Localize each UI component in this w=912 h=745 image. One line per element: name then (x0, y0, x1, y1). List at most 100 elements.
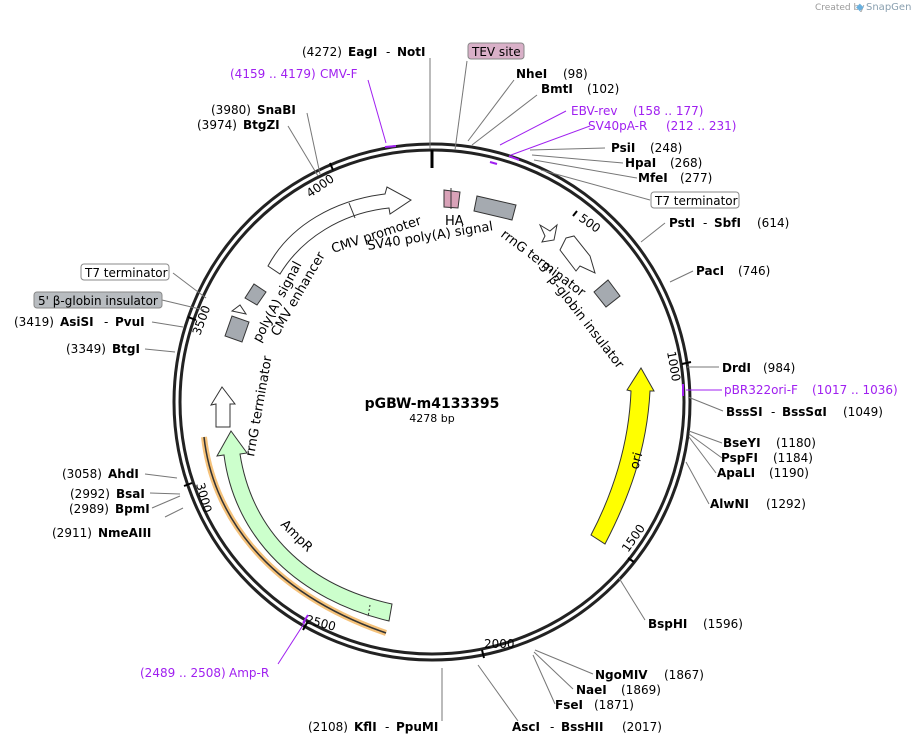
site-name[interactable]: FseI (555, 698, 583, 712)
primer-name[interactable]: EBV-rev (571, 104, 617, 118)
site-name[interactable]: PacI (696, 264, 724, 278)
polya-left-feature (244, 283, 267, 306)
site-name[interactable]: NaeI (576, 683, 607, 697)
globin-left-text: 5' β-globin insulator (38, 294, 158, 308)
site-pos: (1180) (776, 436, 816, 450)
site-name[interactable]: BspHI (648, 617, 687, 631)
site-name[interactable]: KflI (354, 720, 377, 734)
tev-site-text: TEV site (471, 45, 521, 59)
site-name[interactable]: AscI (512, 720, 540, 734)
site-pos: (2911) (52, 526, 92, 540)
site-name[interactable]: MfeI (638, 171, 668, 185)
primer-marks (302, 145, 684, 624)
site-name[interactable]: PvuI (115, 315, 145, 329)
primer-name[interactable]: Amp-R (229, 666, 269, 680)
site-pos: (1292) (766, 497, 806, 511)
site-name[interactable]: PpuMI (396, 720, 438, 734)
site-sep: - (385, 720, 389, 734)
site-pos: (268) (670, 156, 702, 170)
leader-lines (144, 58, 724, 722)
site-name[interactable]: DrdI (722, 361, 751, 375)
site-name[interactable]: NgoMIV (595, 668, 648, 682)
rrng-left-label: rrnG terminator (243, 354, 276, 457)
site-pos: (1596) (703, 617, 743, 631)
site-name[interactable]: BsaI (116, 487, 145, 501)
snapgene-logo-icon: ◆ (856, 2, 864, 13)
site-name[interactable]: PsiI (611, 141, 635, 155)
globin3-label: 3' β-globin insulator (535, 260, 627, 372)
site-pos: (1867) (664, 668, 704, 682)
site-name[interactable]: NmeAIII (98, 526, 151, 540)
site-pos: (1869) (621, 683, 661, 697)
ori-label: ori (627, 451, 646, 471)
globin-insulator-feature (593, 279, 621, 308)
site-name[interactable]: BssSαI (782, 405, 827, 419)
site-pos: (3349) (66, 342, 106, 356)
ampr-feature (216, 430, 393, 622)
site-pos: (984) (763, 361, 795, 375)
credit-brand: SnapGene (866, 2, 912, 13)
site-pos: (1871) (594, 698, 634, 712)
tev-site-label[interactable]: TEV site (467, 42, 525, 60)
site-name[interactable]: HpaI (625, 156, 656, 170)
site-name[interactable]: SnaBI (257, 103, 296, 117)
site-name[interactable]: AhdI (108, 467, 139, 481)
site-name[interactable]: BssHII (561, 720, 603, 734)
small-white-arrow (230, 304, 248, 315)
primer-pos: (1017 .. 1036) (812, 383, 898, 397)
site-name[interactable]: PstI (669, 216, 695, 230)
ha-label: HA (445, 214, 464, 229)
ori-feature (590, 367, 655, 545)
tick-marks (183, 162, 692, 659)
site-pos: (614) (757, 216, 789, 230)
site-name[interactable]: PspFI (721, 451, 758, 465)
site-name[interactable]: NheI (516, 67, 547, 81)
sv40-polya-feature (473, 195, 517, 221)
primer-pos: (4159 .. 4179) (230, 67, 316, 81)
site-sep: - (386, 45, 390, 59)
plasmid-name: pGBW-m4133395 (365, 396, 500, 412)
primer-name[interactable]: pBR322ori-F (724, 383, 798, 397)
site-sep: - (104, 315, 108, 329)
site-pos: (277) (680, 171, 712, 185)
site-name[interactable]: BpmI (115, 502, 150, 516)
site-sep: - (771, 405, 775, 419)
t7-right-text: T7 terminator (654, 194, 738, 208)
site-pos: (746) (738, 264, 770, 278)
site-pos: (1184) (773, 451, 813, 465)
site-name[interactable]: BtgI (112, 342, 140, 356)
site-pos: (2989) (69, 502, 109, 516)
site-pos: (2108) (308, 720, 348, 734)
site-name[interactable]: BssSI (726, 405, 763, 419)
site-name[interactable]: ApaLI (717, 466, 755, 480)
site-pos: (1190) (769, 466, 809, 480)
site-pos: (102) (587, 82, 619, 96)
tick-label: 3500 (190, 304, 214, 337)
primer-name[interactable]: SV40pA-R (588, 119, 647, 133)
backbone-outer (172, 142, 692, 662)
site-name[interactable]: SbfI (714, 216, 741, 230)
site-pos: (248) (650, 141, 682, 155)
site-name[interactable]: AlwNI (710, 497, 749, 511)
site-pos: (98) (563, 67, 588, 81)
t7-terminator-left-label[interactable]: T7 terminator (80, 263, 170, 281)
site-name[interactable]: EagI (348, 45, 377, 59)
primer-pos: (2489 .. 2508) (140, 666, 226, 680)
t7-terminator-right-label[interactable]: T7 terminator (650, 191, 740, 209)
site-pos: (2992) (70, 487, 110, 501)
globin-left-feature (224, 315, 250, 343)
rrng-terminator-top-feature (538, 223, 558, 243)
site-name[interactable]: BseYI (723, 436, 761, 450)
primer-name[interactable]: CMV-F (320, 67, 358, 81)
globin-white-arrow (559, 235, 596, 274)
t7-left-text: T7 terminator (84, 266, 168, 280)
site-sep: - (550, 720, 554, 734)
site-name[interactable]: NotI (397, 45, 426, 59)
globin-left-label[interactable]: 5' β-globin insulator (33, 291, 163, 309)
rrng-terminator-left-feature (209, 386, 237, 428)
site-name[interactable]: BmtI (541, 82, 573, 96)
site-name[interactable]: AsiSI (60, 315, 94, 329)
site-name[interactable]: BtgZI (243, 118, 280, 132)
tick-label: 2000 (484, 637, 515, 651)
